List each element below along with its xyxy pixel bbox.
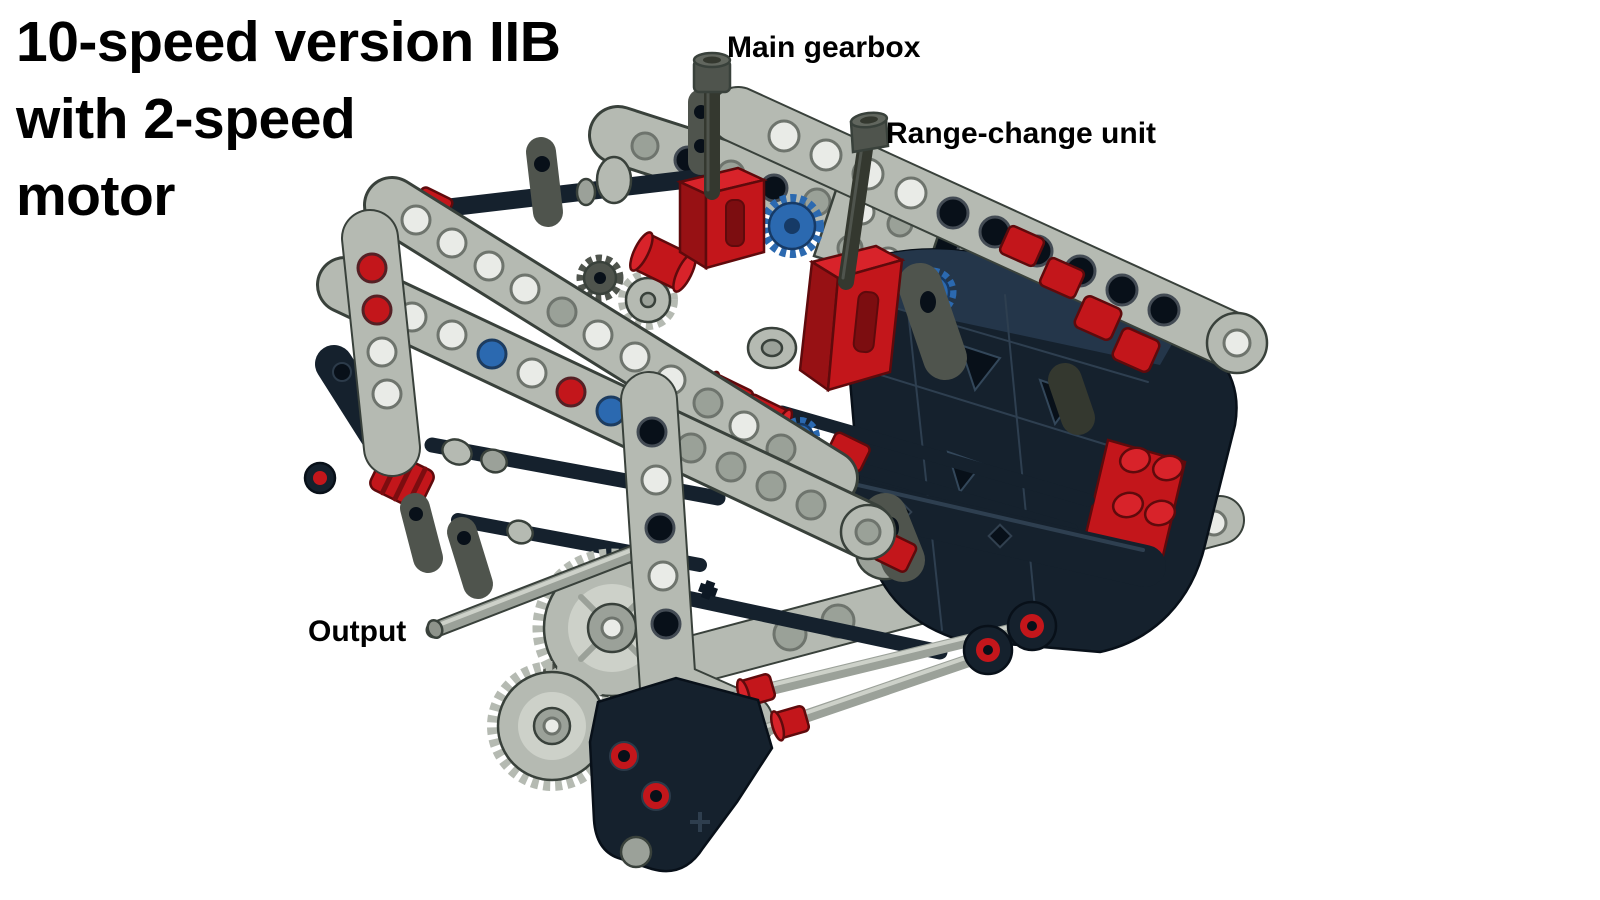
red-stud-plate bbox=[1083, 438, 1187, 562]
red-bush-row bbox=[998, 224, 1161, 373]
bottom-end-beam bbox=[588, 676, 774, 873]
page-title: 10-speed version IIB with 2-speed motor bbox=[16, 4, 561, 235]
red-shifter-brick-range bbox=[798, 244, 906, 393]
grey-bevel-gear bbox=[576, 254, 798, 370]
red-shifter-brick-main bbox=[676, 166, 768, 271]
frame-beam-left-vertical bbox=[341, 209, 421, 477]
title-line-3: motor bbox=[16, 164, 175, 228]
label-main-gearbox: Main gearbox bbox=[727, 31, 921, 64]
label-output: Output bbox=[308, 615, 407, 648]
red-driving-ring bbox=[629, 231, 697, 293]
changeover-catch bbox=[1048, 363, 1095, 435]
housing-pin-lobes bbox=[962, 600, 1058, 676]
frame-beam-middle bbox=[316, 256, 897, 561]
title-line-2: with 2-speed bbox=[16, 87, 356, 151]
blue-gear bbox=[760, 194, 824, 258]
label-range-change-unit: Range-change unit bbox=[886, 117, 1157, 150]
output-axle bbox=[425, 536, 663, 640]
title-line-1: 10-speed version IIB bbox=[16, 10, 561, 74]
shift-lever-range bbox=[838, 111, 890, 290]
shift-lever-main bbox=[688, 51, 732, 200]
